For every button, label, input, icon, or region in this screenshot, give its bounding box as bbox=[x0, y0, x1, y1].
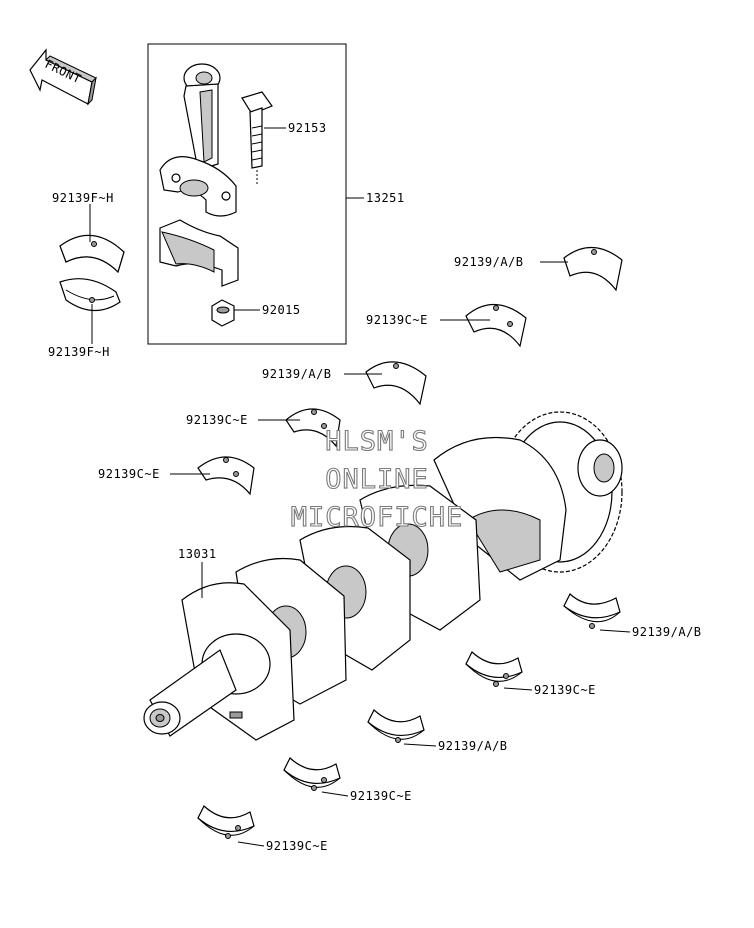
main-bearing-shell bbox=[465, 651, 523, 687]
main-bearing-shell bbox=[197, 805, 255, 839]
main-bearing-shell bbox=[285, 408, 341, 448]
main-bearing-shell bbox=[563, 246, 623, 292]
callout-main-bearing-l5: 92139C~E bbox=[266, 839, 328, 853]
callout-92153: 92153 bbox=[288, 121, 327, 135]
rod-cap bbox=[159, 219, 239, 287]
conrod-bearing-upper bbox=[59, 234, 125, 274]
callout-92015: 92015 bbox=[262, 303, 301, 317]
conrod-bearing-lower bbox=[59, 278, 121, 312]
callout-main-bearing-r1: 92139/A/B bbox=[454, 255, 524, 269]
main-bearing-shell bbox=[197, 456, 255, 496]
rod-bolt bbox=[241, 91, 273, 184]
callout-main-bearing-l1: 92139/A/B bbox=[632, 625, 702, 639]
callout-conrod-bearing-lower: 92139F~H bbox=[48, 345, 110, 359]
front-arrow-icon: FRONT bbox=[29, 48, 97, 106]
callout-13031: 13031 bbox=[178, 547, 217, 561]
callout-main-bearing-r2: 92139C~E bbox=[366, 313, 428, 327]
callout-main-bearing-r4: 92139C~E bbox=[186, 413, 248, 427]
watermark-line-2: ONLINE bbox=[325, 464, 429, 495]
callout-main-bearing-l2: 92139C~E bbox=[534, 683, 596, 697]
rod-nut bbox=[211, 299, 235, 327]
connecting-rod bbox=[159, 63, 237, 217]
main-bearing-shell bbox=[563, 593, 621, 629]
main-bearing-shell bbox=[283, 757, 341, 791]
watermark-line-3: MICROFICHE bbox=[291, 502, 464, 533]
callout-main-bearing-r3: 92139/A/B bbox=[262, 367, 332, 381]
main-bearing-shell bbox=[365, 361, 427, 406]
callout-main-bearing-r5: 92139C~E bbox=[98, 467, 160, 481]
crankshaft bbox=[143, 411, 623, 741]
callout-13251: 13251 bbox=[366, 191, 405, 205]
callout-conrod-bearing-upper: 92139F~H bbox=[52, 191, 114, 205]
main-bearing-shell bbox=[465, 303, 527, 348]
main-bearing-shell bbox=[367, 709, 425, 743]
watermark: HLSM'S ONLINE MICROFICHE bbox=[290, 425, 464, 533]
conrod-assembly-box bbox=[147, 43, 347, 345]
watermark-line-1: HLSM'S bbox=[325, 426, 429, 457]
leader-lines bbox=[89, 127, 631, 847]
callout-main-bearing-l4: 92139C~E bbox=[350, 789, 412, 803]
callout-main-bearing-l3: 92139/A/B bbox=[438, 739, 508, 753]
